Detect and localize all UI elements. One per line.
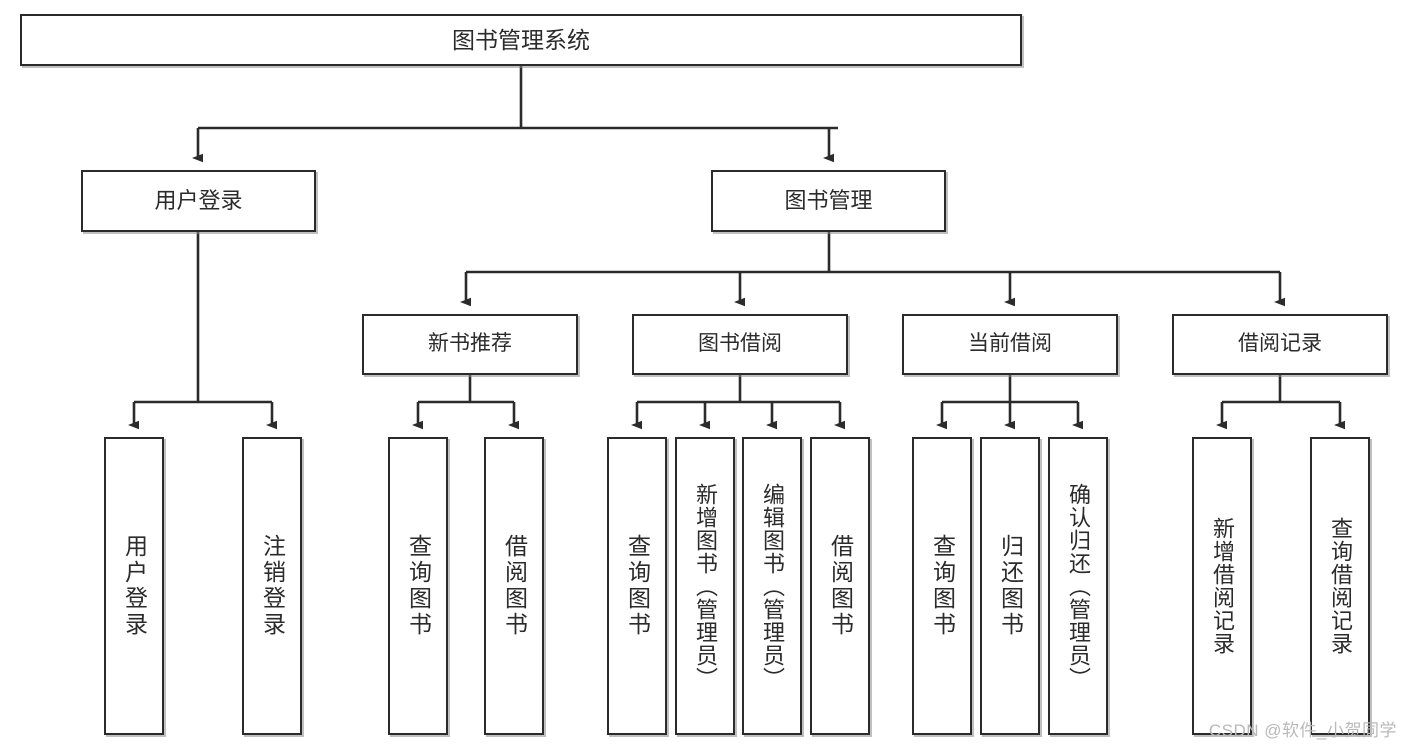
- node-leaf-query-book-1[interactable]: 查询图书: [388, 437, 448, 735]
- node-leaf-user-login[interactable]: 用户登录: [104, 437, 164, 735]
- node-leaf-logout-login[interactable]: 注销登录: [242, 437, 302, 735]
- node-leaf-edit-book[interactable]: 编辑图书（管理员）: [742, 437, 802, 735]
- node-borrow-record[interactable]: 借阅记录: [1172, 314, 1388, 375]
- node-label: 归还图书: [997, 534, 1024, 638]
- node-label: 借阅图书: [501, 534, 528, 638]
- node-label: 确认归还（管理员）: [1066, 482, 1091, 690]
- node-leaf-return-book[interactable]: 归还图书: [980, 437, 1040, 735]
- node-leaf-query-record[interactable]: 查询借阅记录: [1310, 437, 1370, 735]
- node-leaf-borrow-book-2[interactable]: 借阅图书: [810, 437, 870, 735]
- node-current-borrow[interactable]: 当前借阅: [902, 314, 1118, 375]
- node-label: 注销登录: [259, 534, 286, 638]
- node-label: 用户登录: [121, 534, 148, 638]
- node-leaf-query-book-2[interactable]: 查询图书: [607, 437, 667, 735]
- node-user-login[interactable]: 用户登录: [81, 170, 316, 232]
- node-label: 借阅图书: [827, 534, 854, 638]
- node-label: 用户登录: [154, 188, 243, 214]
- node-root[interactable]: 图书管理系统: [20, 14, 1022, 66]
- node-label: 图书管理系统: [452, 26, 590, 53]
- node-leaf-add-record[interactable]: 新增借阅记录: [1192, 437, 1252, 735]
- node-leaf-borrow-book-1[interactable]: 借阅图书: [484, 437, 544, 735]
- node-label: 查询图书: [929, 534, 956, 638]
- node-label: 图书管理: [784, 188, 873, 214]
- node-label: 查询图书: [405, 534, 432, 638]
- node-label: 查询借阅记录: [1328, 517, 1353, 655]
- node-label: 新增借阅记录: [1210, 517, 1235, 655]
- node-label: 编辑图书（管理员）: [760, 482, 785, 690]
- node-label: 新书推荐: [428, 332, 512, 356]
- node-label: 新增图书（管理员）: [693, 482, 718, 690]
- node-label: 查询图书: [624, 534, 651, 638]
- node-leaf-confirm-return[interactable]: 确认归还（管理员）: [1048, 437, 1108, 735]
- node-new-book-rec[interactable]: 新书推荐: [362, 314, 578, 375]
- node-leaf-add-book[interactable]: 新增图书（管理员）: [675, 437, 735, 735]
- node-leaf-query-book-3[interactable]: 查询图书: [912, 437, 972, 735]
- node-label: 图书借阅: [698, 332, 782, 356]
- node-label: 当前借阅: [968, 332, 1052, 356]
- node-label: 借阅记录: [1238, 332, 1322, 356]
- node-book-manage[interactable]: 图书管理: [711, 170, 946, 232]
- node-book-borrow[interactable]: 图书借阅: [632, 314, 848, 375]
